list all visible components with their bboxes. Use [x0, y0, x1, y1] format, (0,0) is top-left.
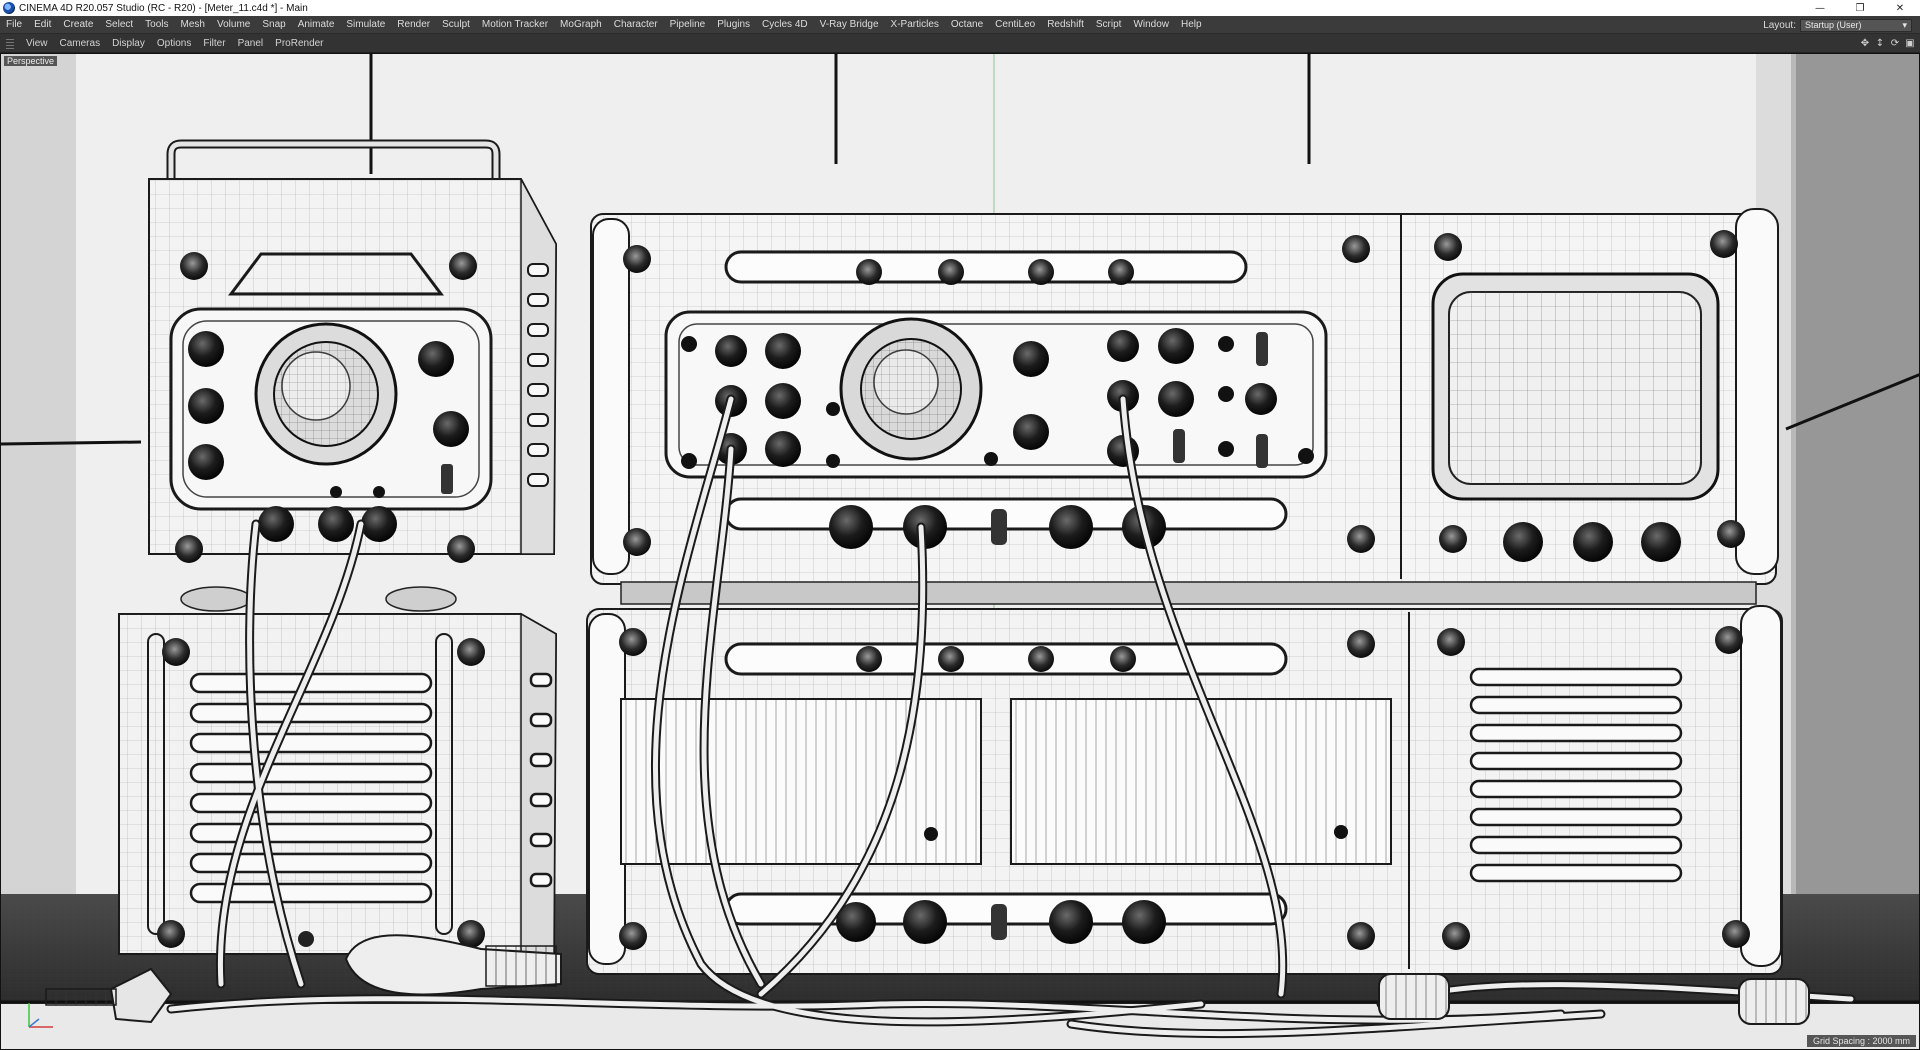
menu-cycles-4d[interactable]: Cycles 4D: [762, 18, 808, 30]
menu-octane[interactable]: Octane: [950, 18, 984, 30]
viewport-menu-bar: View Cameras Display Options Filter Pane…: [0, 34, 1920, 53]
viewport-menu-panel[interactable]: Panel: [237, 37, 264, 49]
menu-mograph[interactable]: MoGraph: [560, 18, 602, 30]
left-meter-upper: [148, 139, 558, 612]
menu-help[interactable]: Help: [1181, 18, 1202, 30]
menu-x-particles[interactable]: X-Particles: [890, 18, 939, 30]
grid-spacing-readout: Grid Spacing : 2000 mm: [1806, 1035, 1916, 1047]
viewport-menu-cameras[interactable]: Cameras: [59, 37, 101, 49]
menu-pipeline[interactable]: Pipeline: [669, 18, 706, 30]
menu-redshift[interactable]: Redshift: [1047, 18, 1084, 30]
viewport-menu-options[interactable]: Options: [156, 37, 192, 49]
layout-dropdown[interactable]: Startup (User) ▾: [1800, 18, 1912, 32]
menu-simulate[interactable]: Simulate: [346, 18, 386, 30]
menu-file[interactable]: File: [6, 18, 23, 30]
chevron-down-icon: ▾: [1902, 19, 1907, 30]
cable-connectors: [45, 934, 1810, 1025]
menu-select[interactable]: Select: [105, 18, 134, 30]
window-controls: — ❐ ✕: [1800, 0, 1920, 16]
layout-dropdown-value: Startup (User): [1805, 20, 1862, 30]
menu-centileo[interactable]: CentiLeo: [995, 18, 1036, 30]
left-power-supply: [118, 612, 558, 955]
menu-animate[interactable]: Animate: [297, 18, 335, 30]
menu-create[interactable]: Create: [63, 18, 94, 30]
viewport-menu-display[interactable]: Display: [112, 37, 145, 49]
menu-character[interactable]: Character: [613, 18, 658, 30]
zoom-view-icon[interactable]: ↕: [1875, 37, 1885, 49]
viewport-navigation: ✥ ↕ ⟳ ▣: [1859, 35, 1916, 52]
menu-sculpt[interactable]: Sculpt: [442, 18, 470, 30]
menu-vray-bridge[interactable]: V-Ray Bridge: [819, 18, 879, 30]
menu-render[interactable]: Render: [397, 18, 431, 30]
patch-cables: [166, 394, 1856, 1039]
window-title: CINEMA 4D R20.057 Studio (RC - R20) - [M…: [19, 2, 308, 14]
title-bar: CINEMA 4D R20.057 Studio (RC - R20) - [M…: [0, 0, 1920, 16]
menu-snap[interactable]: Snap: [262, 18, 286, 30]
move-view-icon[interactable]: ✥: [1860, 37, 1870, 49]
axis-gizmo-icon: [28, 1003, 53, 1028]
menu-edit[interactable]: Edit: [34, 18, 52, 30]
menu-motion-tracker[interactable]: Motion Tracker: [481, 18, 549, 30]
restore-button[interactable]: ❐: [1855, 2, 1865, 14]
main-power-unit-lower: [586, 605, 1783, 975]
menu-script[interactable]: Script: [1095, 18, 1122, 30]
toggle-layout-icon[interactable]: ▣: [1905, 37, 1915, 49]
viewport-menu-view[interactable]: View: [26, 37, 48, 49]
menu-window[interactable]: Window: [1133, 18, 1170, 30]
panel-grip-icon[interactable]: [6, 37, 14, 49]
minimize-button[interactable]: —: [1815, 2, 1825, 14]
rotate-view-icon[interactable]: ⟳: [1890, 37, 1900, 49]
main-oscilloscope-upper: [590, 208, 1779, 605]
viewport-menu-prorender[interactable]: ProRender: [275, 37, 324, 49]
close-button[interactable]: ✕: [1895, 2, 1905, 14]
menu-mesh[interactable]: Mesh: [180, 18, 205, 30]
wireframe-scene: [1, 54, 1919, 1049]
layout-switcher: Layout: Startup (User) ▾: [1763, 16, 1912, 34]
menu-tools[interactable]: Tools: [145, 18, 169, 30]
layout-label: Layout:: [1763, 19, 1796, 31]
main-menu-bar: File Edit Create Select Tools Mesh Volum…: [0, 16, 1920, 34]
viewport-camera-label: Perspective: [4, 56, 58, 66]
cinema4d-app-icon: [3, 2, 15, 14]
perspective-viewport[interactable]: Perspective: [0, 53, 1920, 1050]
menu-plugins[interactable]: Plugins: [717, 18, 751, 30]
menu-volume[interactable]: Volume: [216, 18, 251, 30]
viewport-menu-filter[interactable]: Filter: [203, 37, 226, 49]
